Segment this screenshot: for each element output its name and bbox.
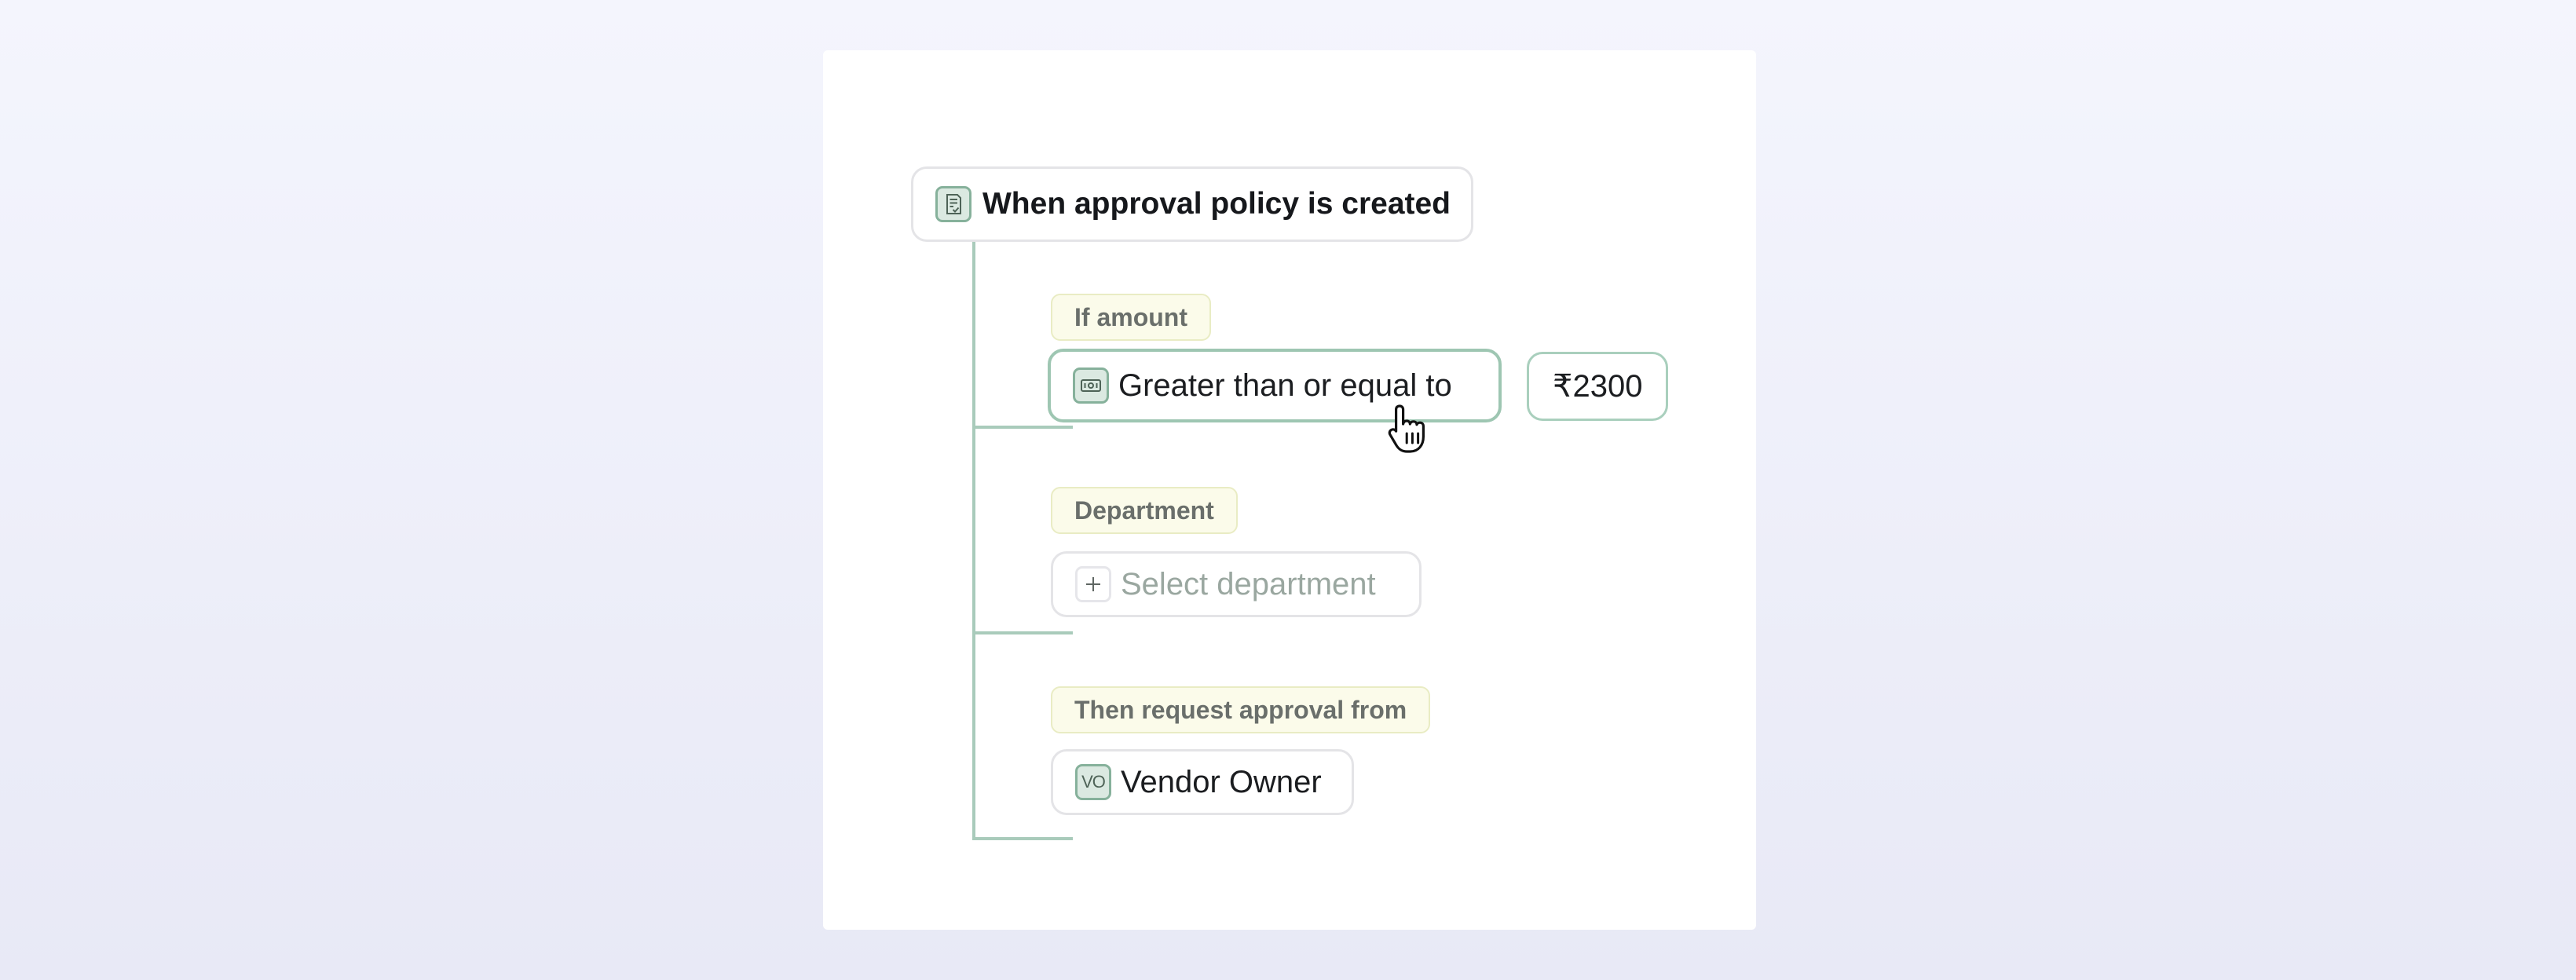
approver-avatar: VO <box>1075 764 1111 800</box>
select-department-placeholder: Select department <box>1121 566 1376 602</box>
workflow-card: When approval policy is created If amoun… <box>823 50 1756 930</box>
hand-pointer-cursor-icon <box>1388 404 1425 453</box>
plus-icon <box>1075 566 1111 602</box>
connector-branch-amount <box>972 426 1073 429</box>
trigger-node[interactable]: When approval policy is created <box>911 166 1473 242</box>
connector-branch-approver <box>972 837 1073 840</box>
amount-condition-tag: If amount <box>1051 294 1211 341</box>
approver-chip[interactable]: VO Vendor Owner <box>1051 749 1354 815</box>
approval-document-icon <box>935 186 971 222</box>
amount-operator-select[interactable]: Greater than or equal to <box>1048 349 1502 422</box>
amount-value-input[interactable]: ₹2300 <box>1527 352 1668 421</box>
approval-action-tag: Then request approval from <box>1051 686 1431 733</box>
trigger-label: When approval policy is created <box>982 187 1451 221</box>
select-department-button[interactable]: Select department <box>1051 551 1422 617</box>
connector-trunk <box>972 242 975 840</box>
department-condition-tag: Department <box>1051 487 1238 534</box>
money-icon <box>1073 368 1109 404</box>
approver-name: Vendor Owner <box>1121 764 1322 799</box>
amount-operator-label: Greater than or equal to <box>1118 368 1452 403</box>
amount-value: ₹2300 <box>1553 369 1643 404</box>
connector-branch-department <box>972 631 1073 634</box>
